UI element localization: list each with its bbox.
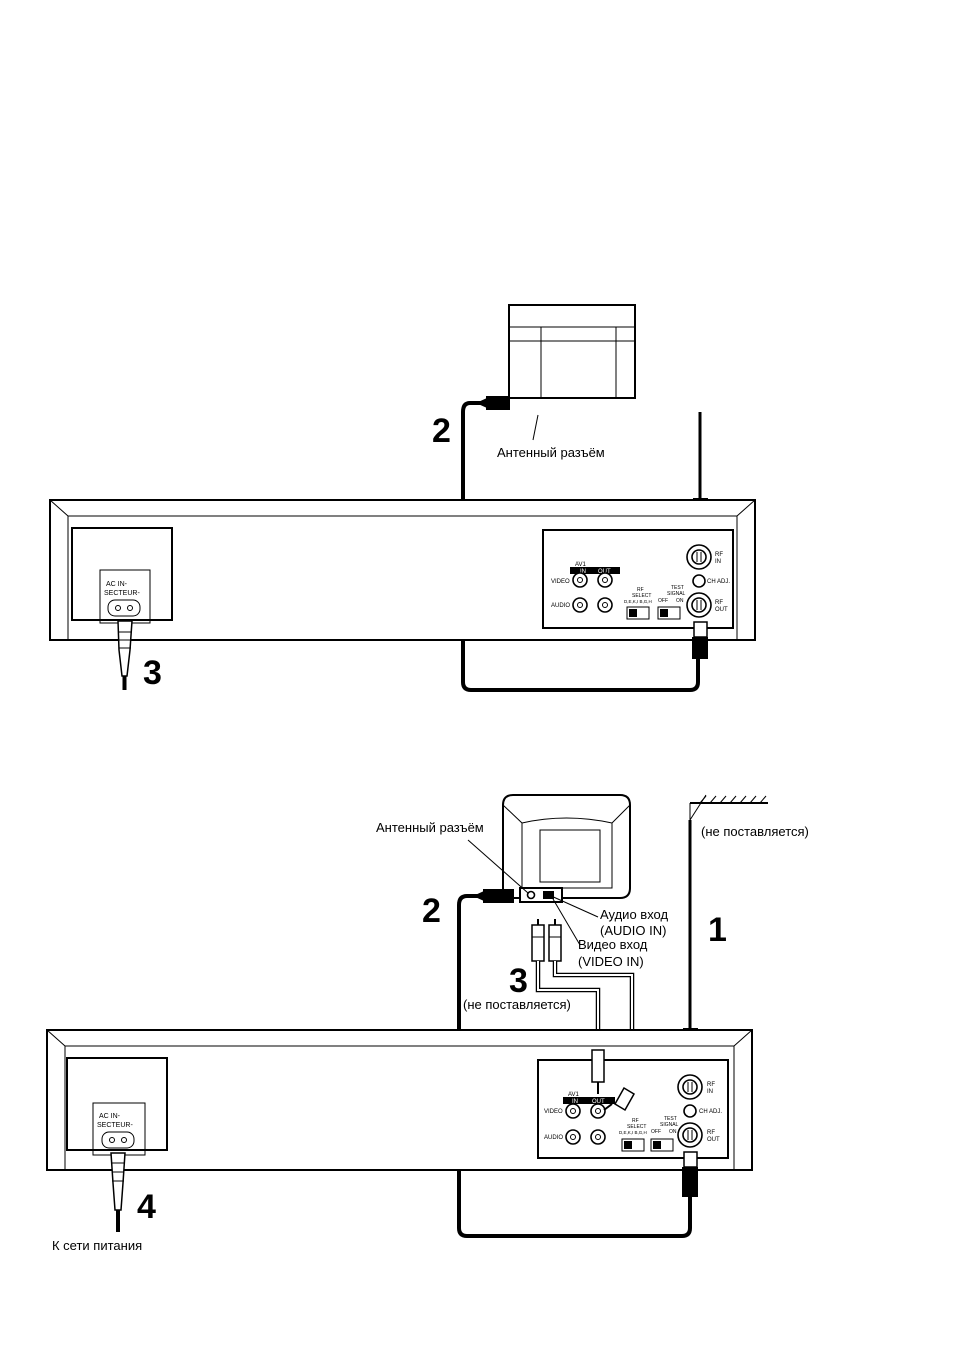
bottom-av1: AV1 bbox=[568, 1092, 580, 1098]
top-diagram: Антенный разъём 2 AC IN- SECTEUR- bbox=[49, 304, 756, 692]
bottom-step-3: 3 bbox=[509, 962, 528, 1000]
top-step-2: 2 bbox=[432, 412, 451, 450]
top-ch-adj: CH ADJ. bbox=[707, 579, 730, 585]
top-step-3: 3 bbox=[143, 654, 162, 692]
video-in-label: Видео вход bbox=[578, 937, 648, 952]
bottom-on: ON bbox=[669, 1129, 677, 1135]
top-on: ON bbox=[676, 598, 684, 604]
bottom-rf-select-1: RF bbox=[632, 1118, 639, 1124]
top-connector-panel: AV1 IN OUT VIDEO AUDIO RF SELECT D,E,K,I… bbox=[542, 529, 734, 629]
video-in-en-label: (VIDEO IN) bbox=[578, 954, 644, 969]
bottom-rf-select-opts: D,E,K,I B,G,H bbox=[619, 1130, 647, 1135]
bottom-audio: AUDIO bbox=[544, 1135, 563, 1141]
top-av1: AV1 bbox=[575, 562, 587, 568]
bottom-test-signal-2: SIGNAL bbox=[660, 1122, 679, 1128]
mains-label: К сети питания bbox=[52, 1238, 142, 1253]
top-ac-in-label: AC IN- bbox=[106, 581, 128, 588]
bottom-ac-in-label: AC IN- bbox=[99, 1113, 121, 1120]
top-audio: AUDIO bbox=[551, 603, 570, 609]
top-test-signal-2: SIGNAL bbox=[667, 591, 686, 597]
bottom-cable-2 bbox=[457, 894, 692, 1238]
top-tv bbox=[508, 304, 636, 399]
bottom-secteur-label: SECTEUR- bbox=[97, 1122, 133, 1129]
bottom-test-signal-1: TEST bbox=[664, 1116, 677, 1122]
bottom-step-2: 2 bbox=[422, 892, 441, 930]
not-supplied-av-cable-label: (не поставляется) bbox=[463, 997, 571, 1012]
not-supplied-antenna-label: (не поставляется) bbox=[701, 824, 809, 839]
bottom-in: IN bbox=[572, 1099, 578, 1105]
top-secteur-label: SECTEUR- bbox=[104, 590, 140, 597]
top-rf-out-2: OUT bbox=[715, 607, 728, 613]
top-off: OFF bbox=[658, 598, 668, 604]
bottom-tv bbox=[502, 794, 631, 903]
bottom-rf-out-2: OUT bbox=[707, 1137, 720, 1143]
bottom-out: OUT bbox=[592, 1099, 605, 1105]
bottom-rf-in-2: IN bbox=[707, 1089, 713, 1095]
top-rf-out-1: RF bbox=[715, 600, 723, 606]
bottom-ch-adj: CH ADJ. bbox=[699, 1109, 722, 1115]
top-cable-2 bbox=[461, 401, 700, 692]
audio-in-label: Аудио вход bbox=[600, 907, 668, 922]
bottom-connector-panel: AV1 IN OUT VIDEO AUDIO RF SELECT D,E,K,I… bbox=[537, 1059, 729, 1159]
audio-in-en-label: (AUDIO IN) bbox=[600, 923, 666, 938]
top-in: IN bbox=[580, 569, 586, 575]
top-rf-select-2: SELECT bbox=[632, 593, 651, 599]
bottom-rf-in-1: RF bbox=[707, 1082, 715, 1088]
antenna-icon bbox=[689, 794, 768, 821]
top-rf-select-opts: D,E,K,I B,G,H bbox=[624, 599, 652, 604]
bottom-video: VIDEO bbox=[544, 1109, 563, 1115]
bottom-antenna-socket-label: Антенный разъём bbox=[376, 820, 484, 835]
top-rf-in-2: IN bbox=[715, 559, 721, 565]
bottom-step-1: 1 bbox=[708, 911, 727, 949]
top-rf-in-1: RF bbox=[715, 552, 723, 558]
top-test-signal-1: TEST bbox=[671, 585, 684, 591]
bottom-diagram: Антенный разъём Аудио вход (AUDIO IN) Ви… bbox=[46, 794, 809, 1253]
top-antenna-socket-label: Антенный разъём bbox=[497, 445, 605, 460]
bottom-off: OFF bbox=[651, 1129, 661, 1135]
top-out: OUT bbox=[598, 569, 611, 575]
top-rf-select-1: RF bbox=[637, 587, 644, 593]
bottom-rf-out-1: RF bbox=[707, 1130, 715, 1136]
top-video: VIDEO bbox=[551, 579, 570, 585]
bottom-rf-select-2: SELECT bbox=[627, 1124, 646, 1130]
bottom-step-4: 4 bbox=[137, 1188, 156, 1226]
